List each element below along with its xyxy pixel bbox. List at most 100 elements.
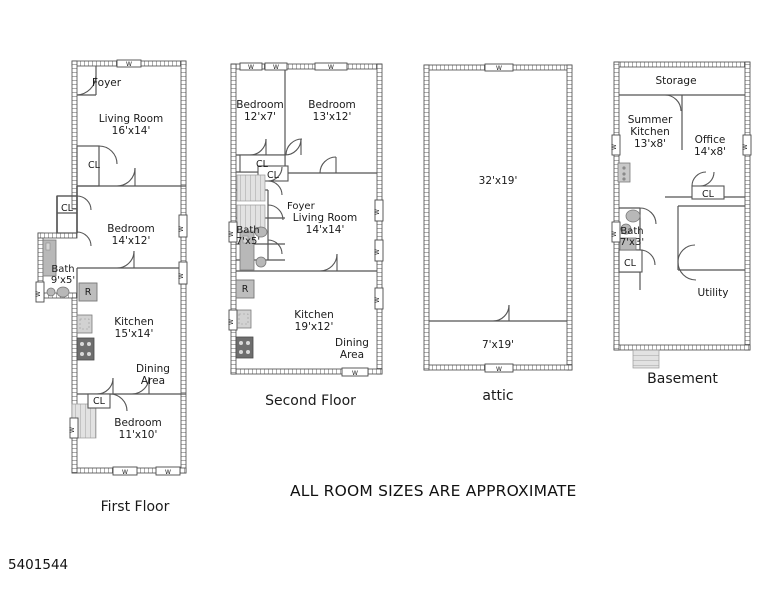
label-basement-utility: Utility bbox=[698, 287, 729, 299]
label-second-kitchen-size: 19'x12' bbox=[295, 321, 334, 333]
window-glyph: W bbox=[35, 291, 42, 297]
window-glyph: W bbox=[273, 64, 279, 71]
window-glyph: W bbox=[122, 469, 128, 476]
label-first-bedroom-2: Bedroom bbox=[114, 417, 162, 429]
first-floor-bath-fixtures bbox=[42, 239, 70, 298]
label-second-dining-area: Area bbox=[340, 349, 364, 361]
label-basement-storage: Storage bbox=[655, 75, 696, 87]
second-floor-closets bbox=[239, 154, 289, 182]
label-basement-summer-size: 13'x8' bbox=[634, 138, 666, 150]
label-first-bedroom-1-size: 14'x12' bbox=[112, 235, 151, 247]
window-glyph: W bbox=[228, 231, 235, 237]
label-first-kitchen-size: 15'x14' bbox=[115, 328, 154, 340]
caption-basement: Basement bbox=[647, 371, 718, 387]
second-floor-bath-fixtures bbox=[239, 226, 268, 271]
second-floor-doors bbox=[249, 138, 338, 272]
label-first-closet-3: CL bbox=[93, 396, 106, 407]
label-first-living-room-size: 16'x14' bbox=[112, 125, 151, 137]
label-first-bath: Bath bbox=[51, 264, 74, 275]
basement-windows bbox=[611, 134, 752, 243]
label-basement-closet-1: CL bbox=[702, 189, 715, 200]
attic-windows bbox=[484, 63, 514, 373]
label-second-bedroom-1-size: 12'x7' bbox=[244, 111, 276, 123]
label-second-kitchen: Kitchen bbox=[294, 309, 333, 321]
window-glyph: W bbox=[328, 64, 334, 71]
first-floor-plan bbox=[35, 59, 188, 476]
second-floor-windows bbox=[228, 62, 384, 377]
label-first-closet-2: CL bbox=[61, 203, 74, 214]
basement-doors bbox=[639, 94, 715, 281]
label-first-dining-area: Area bbox=[141, 375, 165, 387]
basement-kitchen-appliance bbox=[617, 162, 631, 183]
basement-plan bbox=[611, 61, 752, 369]
window-glyph: W bbox=[611, 144, 618, 150]
caption-attic: attic bbox=[482, 388, 514, 404]
window-glyph: W bbox=[374, 249, 381, 255]
label-second-bedroom-2-size: 13'x12' bbox=[313, 111, 352, 123]
label-second-dining: Dining bbox=[335, 337, 369, 349]
first-floor-doors bbox=[76, 75, 150, 412]
window-glyph: W bbox=[496, 366, 502, 373]
label-basement-office-size: 14'x8' bbox=[694, 146, 726, 158]
listing-id: 5401544 bbox=[8, 557, 69, 573]
attic-plan bbox=[423, 63, 573, 373]
label-second-foyer: Foyer bbox=[287, 201, 316, 212]
label-second-bedroom-2: Bedroom bbox=[308, 99, 356, 111]
window-glyph: W bbox=[374, 209, 381, 215]
window-glyph: W bbox=[374, 297, 381, 303]
label-second-living-room-size: 14'x14' bbox=[306, 224, 345, 236]
label-basement-bath: Bath bbox=[620, 226, 643, 237]
label-first-dining: Dining bbox=[136, 363, 170, 375]
window-glyph: W bbox=[611, 231, 618, 237]
first-floor-windows bbox=[35, 59, 188, 476]
label-second-bedroom-1: Bedroom bbox=[236, 99, 284, 111]
attic-exterior-walls bbox=[423, 64, 573, 371]
window-glyph: W bbox=[126, 61, 132, 68]
label-second-bath: Bath bbox=[236, 225, 259, 236]
basement-office-closet bbox=[691, 185, 725, 200]
caption-first-floor: First Floor bbox=[100, 499, 170, 515]
label-second-bath-size: 7'x5' bbox=[236, 236, 260, 247]
label-first-living-room: Living Room bbox=[99, 113, 163, 125]
approximate-sizes-note: ALL ROOM SIZES ARE APPROXIMATE bbox=[290, 482, 577, 500]
label-first-kitchen: Kitchen bbox=[114, 316, 153, 328]
window-glyph: W bbox=[496, 65, 502, 72]
label-basement-office: Office bbox=[695, 134, 726, 146]
label-first-bedroom-2-size: 11'x10' bbox=[119, 429, 158, 441]
label-second-refrigerator: R bbox=[242, 284, 249, 295]
attic-doors bbox=[492, 304, 510, 322]
label-attic-lower-size: 7'x19' bbox=[482, 339, 514, 351]
window-glyph: W bbox=[248, 64, 254, 71]
label-first-bedroom-1: Bedroom bbox=[107, 223, 155, 235]
basement-bath-fixtures bbox=[619, 209, 641, 251]
label-first-foyer: Foyer bbox=[92, 77, 122, 89]
first-floor-kitchen-appliances bbox=[76, 314, 95, 361]
window-glyph: W bbox=[165, 469, 171, 476]
label-first-bath-size: 9'x5' bbox=[51, 275, 75, 286]
first-floor-refrigerator bbox=[78, 282, 98, 302]
window-glyph: W bbox=[69, 427, 76, 433]
second-floor-refrigerator bbox=[235, 279, 255, 299]
window-glyph: W bbox=[742, 144, 749, 150]
caption-second-floor: Second Floor bbox=[265, 393, 356, 409]
second-floor-plan bbox=[228, 62, 384, 377]
window-glyph: W bbox=[178, 273, 185, 279]
label-basement-summer: Summer bbox=[628, 114, 673, 126]
label-attic-main-size: 32'x19' bbox=[479, 175, 518, 187]
label-basement-bath-size: 7'x3' bbox=[620, 237, 644, 248]
plan-text-labels: Foyer Living Room 16'x14' CL Bedroom 14'… bbox=[35, 61, 749, 476]
basement-stairs bbox=[632, 349, 660, 369]
label-second-closet-1: CL bbox=[256, 159, 269, 170]
label-basement-closet-2: CL bbox=[624, 258, 637, 269]
label-second-closet-2: CL bbox=[267, 170, 280, 181]
second-floor-stairs bbox=[236, 174, 266, 232]
label-basement-summer-kitchen: Kitchen bbox=[630, 126, 669, 138]
first-floor-closet-bumpout bbox=[56, 195, 78, 234]
label-first-closet-1: CL bbox=[88, 160, 101, 171]
window-glyph: W bbox=[228, 319, 235, 325]
second-floor-kitchen-appliances bbox=[235, 309, 254, 359]
label-first-refrigerator: R bbox=[85, 287, 92, 298]
window-glyph: W bbox=[352, 370, 358, 377]
